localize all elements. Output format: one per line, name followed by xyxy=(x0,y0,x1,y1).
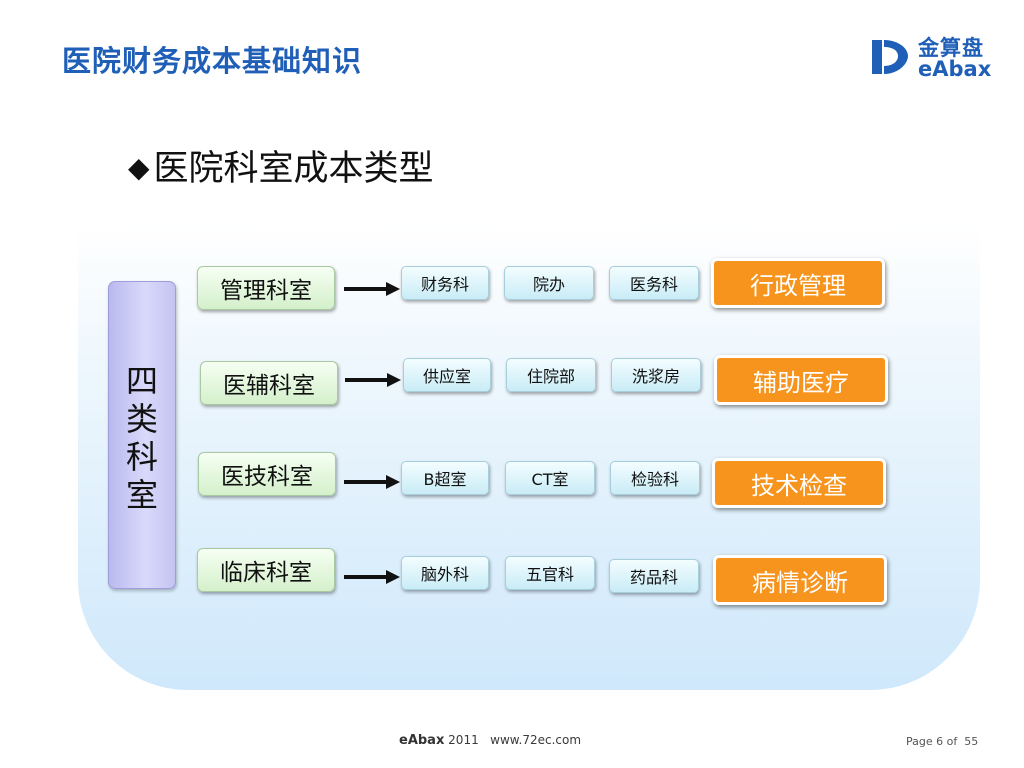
footer-credits: eAbax 2011 www.72ec.com xyxy=(399,733,581,748)
category-box: 辅助医疗 xyxy=(714,355,888,405)
slide-title: 医院财务成本基础知识 xyxy=(62,44,363,78)
right-arrow-icon xyxy=(345,373,401,387)
sub-dept-label: CT室 xyxy=(531,470,569,489)
logo-english-text: eAbax xyxy=(918,57,992,81)
group-label: 四 类 科 室 xyxy=(109,362,175,514)
footer-year: 2011 xyxy=(448,733,479,747)
sub-dept-box: 检验科 xyxy=(610,461,700,495)
dept-box-clinical: 临床科室 xyxy=(197,548,335,592)
right-arrow-icon xyxy=(344,475,400,489)
brand-logo: 金算盘 eAbax xyxy=(866,30,994,86)
right-arrow-icon xyxy=(344,570,400,584)
sub-dept-box: 药品科 xyxy=(609,559,699,593)
page-label: Page xyxy=(906,735,933,748)
sub-dept-box: 洗浆房 xyxy=(611,358,701,392)
group-label-char: 科 xyxy=(125,438,158,476)
sub-dept-box: 医务科 xyxy=(609,266,699,300)
diamond-bullet-icon: ◆ xyxy=(128,151,150,184)
logo-mark-icon xyxy=(872,40,908,74)
sub-dept-box: B超室 xyxy=(401,461,489,495)
sub-dept-box: 供应室 xyxy=(403,358,491,392)
group-label-char: 四 xyxy=(125,362,158,400)
group-label-char: 类 xyxy=(125,400,158,438)
sub-dept-box: 五官科 xyxy=(505,556,595,590)
section-heading-text: 医院科室成本类型 xyxy=(153,149,434,189)
category-box: 行政管理 xyxy=(711,258,885,308)
section-heading: ◆医院科室成本类型 xyxy=(128,140,434,191)
page-of-label: of xyxy=(946,735,958,748)
logo-chinese-text: 金算盘 xyxy=(918,36,984,60)
sub-dept-box: 院办 xyxy=(504,266,594,300)
sub-dept-box: 脑外科 xyxy=(401,556,489,590)
page-total: 55 xyxy=(964,735,979,748)
right-arrow-icon xyxy=(344,282,400,296)
group-label-char: 室 xyxy=(125,476,158,514)
group-label-box: 四 类 科 室 xyxy=(108,281,176,589)
page-number: 6 xyxy=(936,735,944,748)
footer-url[interactable]: www.72ec.com xyxy=(490,733,582,747)
category-box: 病情诊断 xyxy=(713,555,887,605)
sub-dept-label: B超室 xyxy=(423,470,467,489)
dept-box-auxiliary: 医辅科室 xyxy=(200,361,338,405)
sub-dept-box: 财务科 xyxy=(401,266,489,300)
dept-box-admin: 管理科室 xyxy=(197,266,335,310)
sub-dept-box: CT室 xyxy=(505,461,595,495)
sub-dept-box: 住院部 xyxy=(506,358,596,392)
category-box: 技术检查 xyxy=(712,458,886,508)
dept-box-technical: 医技科室 xyxy=(198,452,336,496)
footer-brand: eAbax xyxy=(399,733,445,748)
page-indicator: Page 6 of 55 xyxy=(906,735,978,748)
